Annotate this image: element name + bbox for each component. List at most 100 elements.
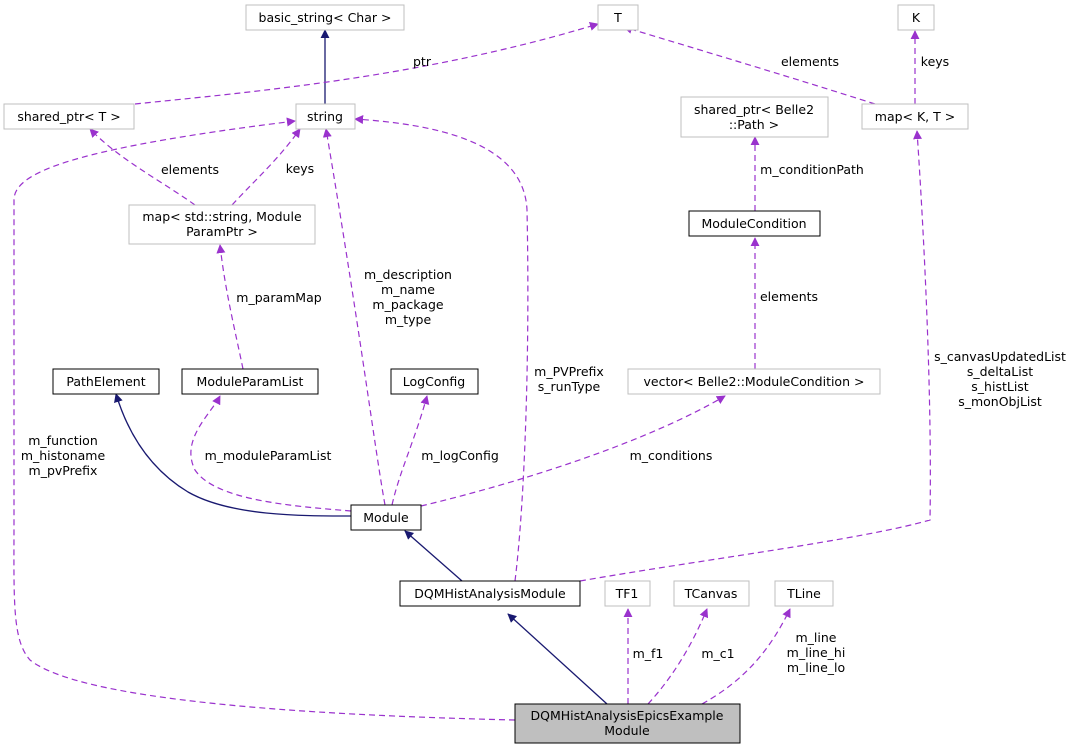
edge-label-canvas-lists-line-3: s_histList	[971, 379, 1029, 394]
edge-label-lines-line-3: m_line_lo	[787, 660, 845, 675]
edge-label-module-strings-line-2: m_name	[381, 282, 435, 297]
node-basic-string-label-line-1: basic_string< Char >	[259, 10, 392, 25]
edge-label-condition-path: m_conditionPath	[760, 162, 864, 177]
edge-label-pv-prefix-line-2: s_runType	[538, 379, 601, 394]
edge-label-keys-K: keys	[921, 54, 949, 69]
edge-label-keys-string-line-1: keys	[286, 161, 314, 176]
edge-label-keys-string: keys	[286, 161, 314, 176]
edge-label-conditions: m_conditions	[630, 448, 713, 463]
node-K-label-line-1: K	[912, 10, 921, 25]
edge-label-elements-condition: elements	[760, 289, 818, 304]
node-string-label-line-1: string	[307, 109, 343, 124]
edge-label-elements-shared: elements	[161, 162, 219, 177]
node-vector-condition-label-line-1: vector< Belle2::ModuleCondition >	[644, 374, 865, 389]
edge-label-param-map-line-1: m_paramMap	[236, 290, 321, 305]
node-module-condition-label-line-1: ModuleCondition	[701, 216, 806, 231]
edge-label-elements-T: elements	[781, 54, 839, 69]
edge-module-uses-vector	[420, 395, 726, 507]
edge-label-module-strings-line-4: m_type	[385, 312, 432, 327]
node-vector-condition[interactable]: vector< Belle2::ModuleCondition >	[627, 368, 881, 395]
node-dqm-hist-analysis-module-label-line-1: DQMHistAnalysisModule	[414, 586, 566, 601]
edge-module-inherits-path-element	[114, 393, 352, 517]
edge-shared-ptr-uses-T	[134, 22, 599, 105]
svg-text:map< K, T >: map< K, T >	[875, 109, 955, 124]
node-log-config[interactable]: LogConfig	[390, 368, 479, 395]
node-dqm-hist-analysis-module[interactable]: DQMHistAnalysisModule	[399, 580, 581, 607]
node-T-label-line-1: T	[613, 10, 622, 25]
svg-text:PathElement: PathElement	[66, 374, 145, 389]
node-shared-ptr-path-label-line-1: shared_ptr< Belle2	[694, 102, 814, 117]
node-K[interactable]: K	[897, 4, 935, 31]
node-path-element-label-line-1: PathElement	[66, 374, 145, 389]
edge-label-conditions-line-1: m_conditions	[630, 448, 713, 463]
node-module-param-list[interactable]: ModuleParamList	[181, 368, 319, 395]
edge-label-elements-condition-line-1: elements	[760, 289, 818, 304]
node-path-element[interactable]: PathElement	[52, 368, 160, 395]
node-shared-ptr-T[interactable]: shared_ptr< T >	[3, 103, 135, 130]
node-tcanvas-label-line-1: TCanvas	[684, 586, 738, 601]
node-module-condition[interactable]: ModuleCondition	[688, 210, 821, 237]
node-basic-string[interactable]: basic_string< Char >	[245, 4, 405, 31]
edge-label-pv-prefix-line-1: m_PVPrefix	[534, 364, 604, 379]
node-T[interactable]: T	[597, 4, 639, 31]
node-tline-label-line-1: TLine	[786, 586, 821, 601]
edge-module-uses-log-config	[391, 395, 430, 506]
edge-label-f1: m_f1	[633, 646, 664, 661]
svg-text:basic_string< Char >: basic_string< Char >	[259, 10, 392, 25]
svg-text:shared_ptr< Belle2::Path >: shared_ptr< Belle2::Path >	[694, 102, 814, 132]
svg-text:DQMHistAnalysisModule: DQMHistAnalysisModule	[414, 586, 566, 601]
edge-dqm-uses-map	[579, 130, 931, 582]
edge-label-c1: m_c1	[701, 646, 734, 661]
edge-param-list-uses-map-param	[216, 244, 244, 370]
edge-label-module-param-list-line-1: m_moduleParamList	[205, 448, 332, 463]
node-focus-epics-example-module-label-line-1: DQMHistAnalysisEpicsExample	[531, 708, 724, 723]
node-string[interactable]: string	[295, 103, 356, 130]
svg-text:TF1: TF1	[615, 586, 639, 601]
node-tf1-label-line-1: TF1	[615, 586, 639, 601]
edge-label-function-strings-line-2: m_histoname	[21, 448, 106, 463]
node-focus-epics-example-module-label-line-2: Module	[604, 723, 650, 738]
svg-text:shared_ptr< T >: shared_ptr< T >	[17, 109, 120, 124]
edge-focus-uses-string	[13, 117, 516, 721]
edge-label-ptr-line-1: ptr	[413, 54, 432, 69]
node-module[interactable]: Module	[350, 504, 422, 531]
node-tline[interactable]: TLine	[774, 580, 834, 607]
edge-dqm-uses-string	[354, 115, 529, 582]
edge-map-param-uses-string	[231, 128, 301, 206]
edge-label-param-map: m_paramMap	[236, 290, 321, 305]
svg-text:Module: Module	[363, 510, 409, 525]
edge-focus-uses-tcanvas	[647, 608, 709, 705]
edge-label-module-param-list: m_moduleParamList	[205, 448, 332, 463]
node-shared-ptr-path[interactable]: shared_ptr< Belle2::Path >	[680, 96, 829, 138]
edge-map-param-uses-shared-ptr	[89, 128, 196, 206]
edge-dqm-inherits-module	[404, 530, 463, 582]
node-map-param-label-line-2: ParamPtr >	[186, 224, 258, 239]
edge-label-elements-shared-line-1: elements	[161, 162, 219, 177]
svg-text:string: string	[307, 109, 343, 124]
svg-text:TLine: TLine	[786, 586, 821, 601]
svg-text:ModuleParamList: ModuleParamList	[197, 374, 304, 389]
edge-label-log-config: m_logConfig	[421, 448, 499, 463]
edge-label-module-strings-line-1: m_description	[364, 267, 452, 282]
edge-label-module-strings-line-3: m_package	[372, 297, 444, 312]
node-tcanvas[interactable]: TCanvas	[673, 580, 750, 607]
node-module-label-line-1: Module	[363, 510, 409, 525]
node-map-KT-label-line-1: map< K, T >	[875, 109, 955, 124]
svg-text:LogConfig: LogConfig	[403, 374, 465, 389]
node-map-KT[interactable]: map< K, T >	[861, 103, 969, 130]
node-shared-ptr-path-label-line-2: ::Path >	[729, 117, 779, 132]
node-tf1[interactable]: TF1	[604, 580, 651, 607]
edge-label-canvas-lists-line-4: s_monObjList	[958, 394, 1042, 409]
svg-text:ModuleCondition: ModuleCondition	[701, 216, 806, 231]
svg-text:K: K	[912, 10, 921, 25]
edge-focus-inherits-dqm	[507, 613, 608, 705]
edge-label-function-strings-line-3: m_pvPrefix	[29, 463, 98, 478]
